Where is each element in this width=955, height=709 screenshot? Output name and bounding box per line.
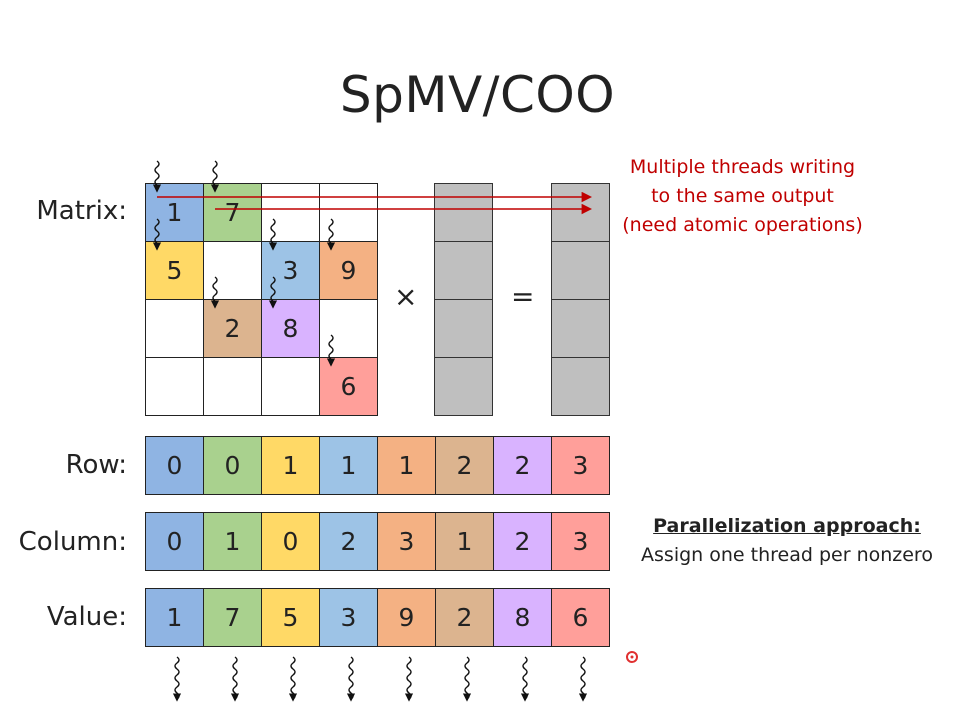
matrix-cell bbox=[146, 358, 204, 416]
row-array-cell: 3 bbox=[552, 437, 610, 495]
matrix-cell: 9 bbox=[320, 242, 378, 300]
slide-title: SpMV/COO bbox=[339, 66, 616, 124]
multiply-operator: × bbox=[394, 280, 418, 313]
value-array-cell: 9 bbox=[378, 589, 436, 647]
input-vector bbox=[434, 183, 493, 416]
row-array-cell: 1 bbox=[320, 437, 378, 495]
matrix-cell: 8 bbox=[262, 300, 320, 358]
approach-heading: Parallelization approach: bbox=[653, 515, 921, 537]
cursor-indicator bbox=[626, 651, 638, 663]
column-array-cell: 3 bbox=[552, 513, 610, 571]
row-array-cell: 2 bbox=[494, 437, 552, 495]
value-array-cell: 2 bbox=[436, 589, 494, 647]
column-array-cell: 1 bbox=[204, 513, 262, 571]
input-vector-cell bbox=[435, 358, 493, 416]
thread-arrow bbox=[172, 656, 182, 702]
atomic-note-line: to the same output bbox=[651, 185, 834, 207]
equals-operator: = bbox=[511, 280, 535, 313]
input-vector-cell bbox=[435, 300, 493, 358]
column-array-cell: 0 bbox=[262, 513, 320, 571]
row-array-cell: 0 bbox=[146, 437, 204, 495]
thread-arrow bbox=[152, 218, 162, 251]
thread-arrow bbox=[326, 334, 336, 367]
value-label: Value: bbox=[46, 602, 127, 632]
column-array-cell: 2 bbox=[494, 513, 552, 571]
output-vector-cell bbox=[552, 358, 610, 416]
matrix-cell: 2 bbox=[204, 300, 262, 358]
matrix-cell: 1 bbox=[146, 184, 204, 242]
thread-arrow bbox=[404, 656, 414, 702]
matrix-cell: 7 bbox=[204, 184, 262, 242]
value-array-cell: 5 bbox=[262, 589, 320, 647]
thread-arrow bbox=[346, 656, 356, 702]
column-array-cell: 2 bbox=[320, 513, 378, 571]
thread-arrow bbox=[268, 276, 278, 309]
parallelization-approach: Parallelization approach: Assign one thr… bbox=[632, 512, 942, 570]
matrix-label: Matrix: bbox=[36, 196, 127, 226]
thread-arrow bbox=[578, 656, 588, 702]
atomic-note: Multiple threads writing to the same out… bbox=[610, 153, 875, 240]
input-vector-cell bbox=[435, 184, 493, 242]
matrix-cell bbox=[204, 358, 262, 416]
output-vector-cell bbox=[552, 242, 610, 300]
output-vector bbox=[551, 183, 610, 416]
value-array-cell: 3 bbox=[320, 589, 378, 647]
column-array-cell: 3 bbox=[378, 513, 436, 571]
row-array-cell: 2 bbox=[436, 437, 494, 495]
matrix-cell: 5 bbox=[146, 242, 204, 300]
value-array-cell: 6 bbox=[552, 589, 610, 647]
thread-arrow bbox=[462, 656, 472, 702]
row-array-cell: 1 bbox=[262, 437, 320, 495]
thread-arrow bbox=[210, 276, 220, 309]
matrix-cell bbox=[320, 184, 378, 242]
thread-arrow bbox=[268, 218, 278, 251]
output-vector-cell bbox=[552, 300, 610, 358]
value-array-cell: 8 bbox=[494, 589, 552, 647]
thread-arrow bbox=[230, 656, 240, 702]
atomic-note-line: Multiple threads writing bbox=[629, 156, 856, 178]
matrix-cell bbox=[320, 300, 378, 358]
thread-arrow bbox=[520, 656, 530, 702]
column-array-cell: 0 bbox=[146, 513, 204, 571]
row-array-cell: 1 bbox=[378, 437, 436, 495]
matrix-cell: 3 bbox=[262, 242, 320, 300]
thread-arrow bbox=[210, 160, 220, 193]
input-vector-cell bbox=[435, 242, 493, 300]
output-vector-cell bbox=[552, 184, 610, 242]
approach-body: Assign one thread per nonzero bbox=[641, 544, 933, 566]
column-label: Column: bbox=[18, 527, 127, 557]
thread-arrow bbox=[326, 218, 336, 251]
value-array-cell: 1 bbox=[146, 589, 204, 647]
matrix-cell: 6 bbox=[320, 358, 378, 416]
column-array-cell: 1 bbox=[436, 513, 494, 571]
row-label: Row: bbox=[65, 450, 127, 480]
row-array-cell: 0 bbox=[204, 437, 262, 495]
value-array-cell: 7 bbox=[204, 589, 262, 647]
matrix-cell bbox=[262, 358, 320, 416]
atomic-note-line: (need atomic operations) bbox=[622, 214, 863, 236]
cursor-dot bbox=[630, 655, 634, 659]
thread-arrow bbox=[152, 160, 162, 193]
matrix-cell bbox=[204, 242, 262, 300]
matrix-cell bbox=[146, 300, 204, 358]
thread-arrow bbox=[288, 656, 298, 702]
matrix-cell bbox=[262, 184, 320, 242]
